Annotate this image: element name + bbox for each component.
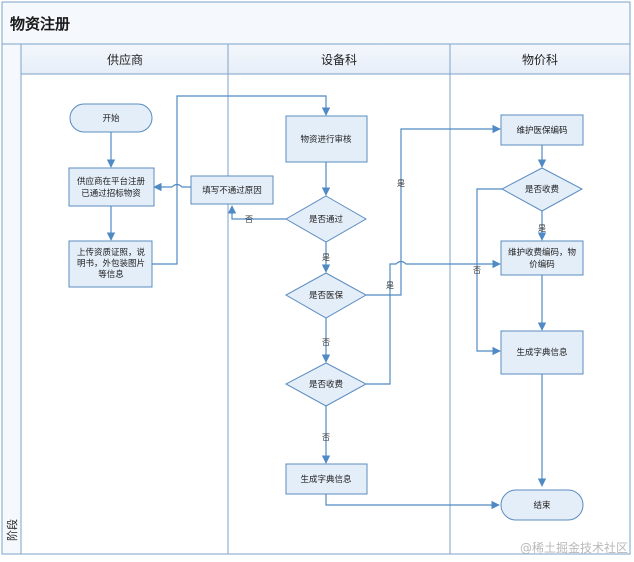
- node-charge1-decision: 是否收费: [284, 362, 368, 407]
- node-passed-decision: 是否通过: [284, 195, 368, 243]
- edge-passed-reason: [227, 205, 286, 220]
- node-upload-line3: 等信息: [98, 269, 124, 280]
- node-medins-decision: 是否医保: [284, 272, 368, 319]
- node-review: 物资进行审核: [285, 115, 368, 163]
- node-review-label: 物资进行审核: [300, 134, 352, 145]
- label-charge2-yes: 是: [538, 224, 546, 233]
- edge-upload-review: [152, 95, 331, 265]
- node-start: 开始: [69, 103, 153, 133]
- node-charge2-decision: 是否收费: [500, 167, 584, 212]
- node-feecode-line1: 维护收费编码，物: [508, 247, 577, 258]
- node-feecode-line2: 价编码: [529, 259, 555, 270]
- node-charge1-label: 是否收费: [309, 379, 344, 390]
- node-register-line1: 供应商在平台注册: [77, 176, 146, 187]
- node-dict2: 生成字典信息: [500, 330, 584, 375]
- node-register: 供应商在平台注册 已通过招标物资: [68, 167, 155, 207]
- node-feecode: 维护收费编码，物 价编码: [500, 240, 584, 276]
- label-passed-yes: 是: [322, 253, 330, 262]
- node-reason: 填写不通过原因: [190, 175, 274, 205]
- phase-label: 阶段: [5, 519, 19, 541]
- label-passed-no: 否: [245, 215, 253, 224]
- edge-dict1-end: [325, 494, 500, 510]
- node-start-label: 开始: [102, 113, 120, 124]
- node-medcode-label: 维护医保编码: [516, 125, 567, 136]
- node-reason-label: 填写不通过原因: [202, 185, 262, 196]
- node-dict2-label: 生成字典信息: [516, 347, 568, 358]
- edge-charge2-dict2: [476, 188, 502, 356]
- node-dict1: 生成字典信息: [285, 463, 368, 495]
- node-charge2-label: 是否收费: [525, 184, 560, 195]
- label-medins-yes: 是: [397, 179, 405, 188]
- node-medins-label: 是否医保: [309, 290, 344, 301]
- diagram-title: 物资注册: [10, 15, 70, 33]
- edge-charge1-feecode: [366, 259, 501, 385]
- edge-medins-medcode: [366, 124, 501, 296]
- label-charge2-no: 否: [473, 266, 481, 275]
- node-upload-line1: 上传资质证照，说: [77, 247, 146, 258]
- edge-reason-register: [153, 182, 191, 192]
- label-medins-no: 否: [322, 338, 330, 347]
- lane-header-equipment: 设备科: [321, 53, 357, 67]
- label-charge1-yes: 是: [386, 281, 394, 290]
- diagram-frame: [1, 1, 631, 555]
- node-upload-line2: 明书，外包装图片: [77, 258, 145, 269]
- node-upload: 上传资质证照，说 明书，外包装图片 等信息: [68, 240, 153, 288]
- edges: [106, 95, 547, 510]
- lane-header-pricing: 物价科: [522, 53, 558, 67]
- label-charge1-no: 否: [322, 433, 330, 442]
- node-dict1-label: 生成字典信息: [300, 474, 352, 485]
- node-end: 结束: [500, 489, 584, 521]
- watermark: @稀土掘金技术社区: [520, 540, 628, 555]
- node-passed-label: 是否通过: [309, 214, 344, 225]
- node-medcode: 维护医保编码: [500, 114, 584, 146]
- lane-header-supplier: 供应商: [107, 52, 143, 67]
- node-register-line2: 已通过招标物资: [81, 188, 141, 199]
- node-end-label: 结束: [533, 500, 551, 511]
